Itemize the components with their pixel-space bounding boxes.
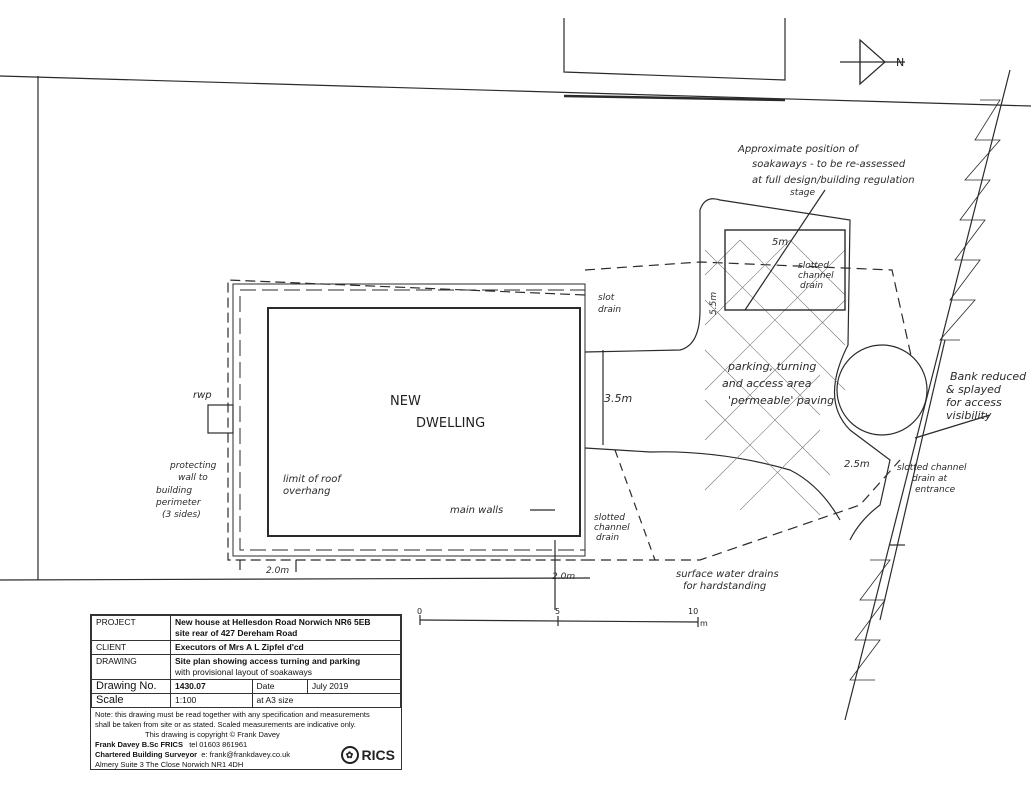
soakaway-2 (725, 320, 845, 430)
rics-logo-text: RICS (361, 747, 395, 763)
slotted-channel-drain-label-5: channel (798, 271, 834, 281)
role: Chartered Building Surveyor (95, 750, 198, 759)
bank-note-4: visibility (946, 409, 992, 422)
protecting-wall-label-3: building (156, 486, 192, 496)
rwp-label: rwp (193, 390, 212, 401)
bank-reduced-circle (836, 344, 928, 436)
date-key: Date (251, 679, 308, 694)
title-block: PROJECT New house at Hellesdon Road Norw… (90, 614, 402, 770)
site-boundary-top (0, 75, 1031, 107)
scale-key: Scale (91, 693, 171, 708)
address: Almery Suite 3 The Close Norwich NR1 4DH (95, 760, 244, 769)
new-dwelling-label-1: NEW (390, 394, 421, 409)
rics-logo: ✿ RICS (340, 746, 395, 764)
drawing-line2: with provisional layout of soakaways (175, 667, 313, 677)
dim-2m-right: 2.0m (552, 572, 575, 582)
tel: tel 01603 861961 (189, 740, 248, 749)
project-line2: site rear of 427 Dereham Road (175, 628, 298, 638)
road-edge-1 (844, 69, 1011, 721)
protecting-wall-label-2: wall to (178, 473, 208, 483)
email: e: frank@frankdavey.co.uk (201, 750, 291, 759)
drawing-no-key: Drawing No. (91, 679, 171, 694)
entrance-drain-note-1: slotted channel (897, 463, 967, 473)
soakaways-note-4: stage (790, 188, 815, 198)
slotted-channel-drain-label-2: channel (594, 523, 630, 533)
client-key: CLIENT (91, 640, 171, 655)
dim-2m-left: 2.0m (266, 566, 289, 576)
project-key: PROJECT (91, 615, 171, 641)
parking-note-3: 'permeable' paving (728, 394, 834, 407)
note-line2: shall be taken from site or as stated. S… (95, 720, 356, 729)
parking-note-1: parking, turning (727, 360, 816, 373)
client-value: Executors of Mrs A L Zipfel d'cd (170, 640, 401, 655)
slotted-channel-drain-label-6: drain (800, 281, 823, 291)
copyright: This drawing is copyright © Frank Davey (145, 730, 280, 739)
entrance-drain-note-2: drain at (912, 474, 948, 484)
neighbouring-building (563, 18, 786, 81)
parking-boundary (584, 198, 891, 541)
new-dwelling-label-2: DWELLING (416, 416, 485, 431)
slot-drain-label-1: slot (598, 293, 615, 303)
site-boundary-bottom (0, 577, 591, 581)
date-value: July 2019 (306, 679, 402, 694)
dim-2-5m: 2.5m (844, 459, 870, 470)
surface-water-note-2: for hardstanding (683, 581, 766, 592)
protecting-wall-outline (227, 279, 586, 561)
scale-bar-unit: m (700, 619, 708, 628)
protecting-wall-label-1: protecting (169, 461, 217, 471)
roof-overhang-label-2: overhang (283, 486, 330, 497)
bank-note-1: Bank reduced (950, 370, 1027, 383)
soakaway-1 (724, 229, 846, 311)
scale-value: 1:100 (170, 693, 253, 708)
main-walls-label: main walls (450, 505, 503, 516)
dim-5m: 5m (772, 237, 788, 248)
drawing-no-value: 1430.07 (170, 679, 253, 694)
scale-bar-5: 5 (555, 607, 560, 616)
parking-note-2: and access area (722, 377, 812, 390)
scale-size: at A3 size (251, 693, 402, 708)
scale-bar-10: 10 (688, 607, 698, 616)
dim-5-5m: 5.5m (709, 292, 719, 315)
note-line1: Note: this drawing must be read together… (95, 710, 370, 719)
protecting-wall-label-5: (3 sides) (162, 510, 201, 520)
north-arrow (840, 38, 905, 86)
protecting-wall-label-4: perimeter (155, 498, 202, 508)
rics-seal-icon: ✿ (340, 746, 359, 764)
slotted-channel-drain-label-1: slotted (594, 513, 625, 523)
scale-bar-0: 0 (417, 607, 422, 616)
slot-drain-label-2: drain (598, 305, 621, 315)
slotted-channel-drain-label-3: drain (596, 533, 619, 543)
drawing-key: DRAWING (91, 654, 171, 680)
permeable-paving-hatch (704, 239, 846, 516)
soakaways-note-3: at full design/building regulation (752, 175, 915, 186)
soakaways-note-2: soakaways - to be re-assessed (752, 159, 906, 170)
road-edge-2 (879, 339, 946, 621)
slotted-channel-drain-label-4: slotted (798, 261, 829, 271)
project-line1: New house at Hellesdon Road Norwich NR6 … (175, 617, 371, 627)
drawing-value: Site plan showing access turning and par… (170, 654, 401, 680)
entrance-drain-note-3: entrance (915, 485, 956, 495)
north-label: N (896, 56, 904, 69)
rwp-box (207, 404, 234, 434)
project-value: New house at Hellesdon Road Norwich NR6 … (170, 615, 401, 641)
drawing-line1: Site plan showing access turning and par… (175, 656, 361, 666)
author: Frank Davey B.Sc FRICS (95, 740, 183, 749)
bank-note-2: & splayed (946, 383, 1002, 396)
bank-note-3: for access (946, 396, 1002, 409)
new-dwelling-outline (267, 307, 581, 537)
soakaways-note-1: Approximate position of (737, 144, 859, 155)
surface-water-note-1: surface water drains (676, 569, 779, 580)
title-notes: Note: this drawing must be read together… (91, 708, 401, 772)
dim-3-5m: 3.5m (604, 392, 632, 405)
roof-overhang-label-1: limit of roof (283, 474, 342, 485)
